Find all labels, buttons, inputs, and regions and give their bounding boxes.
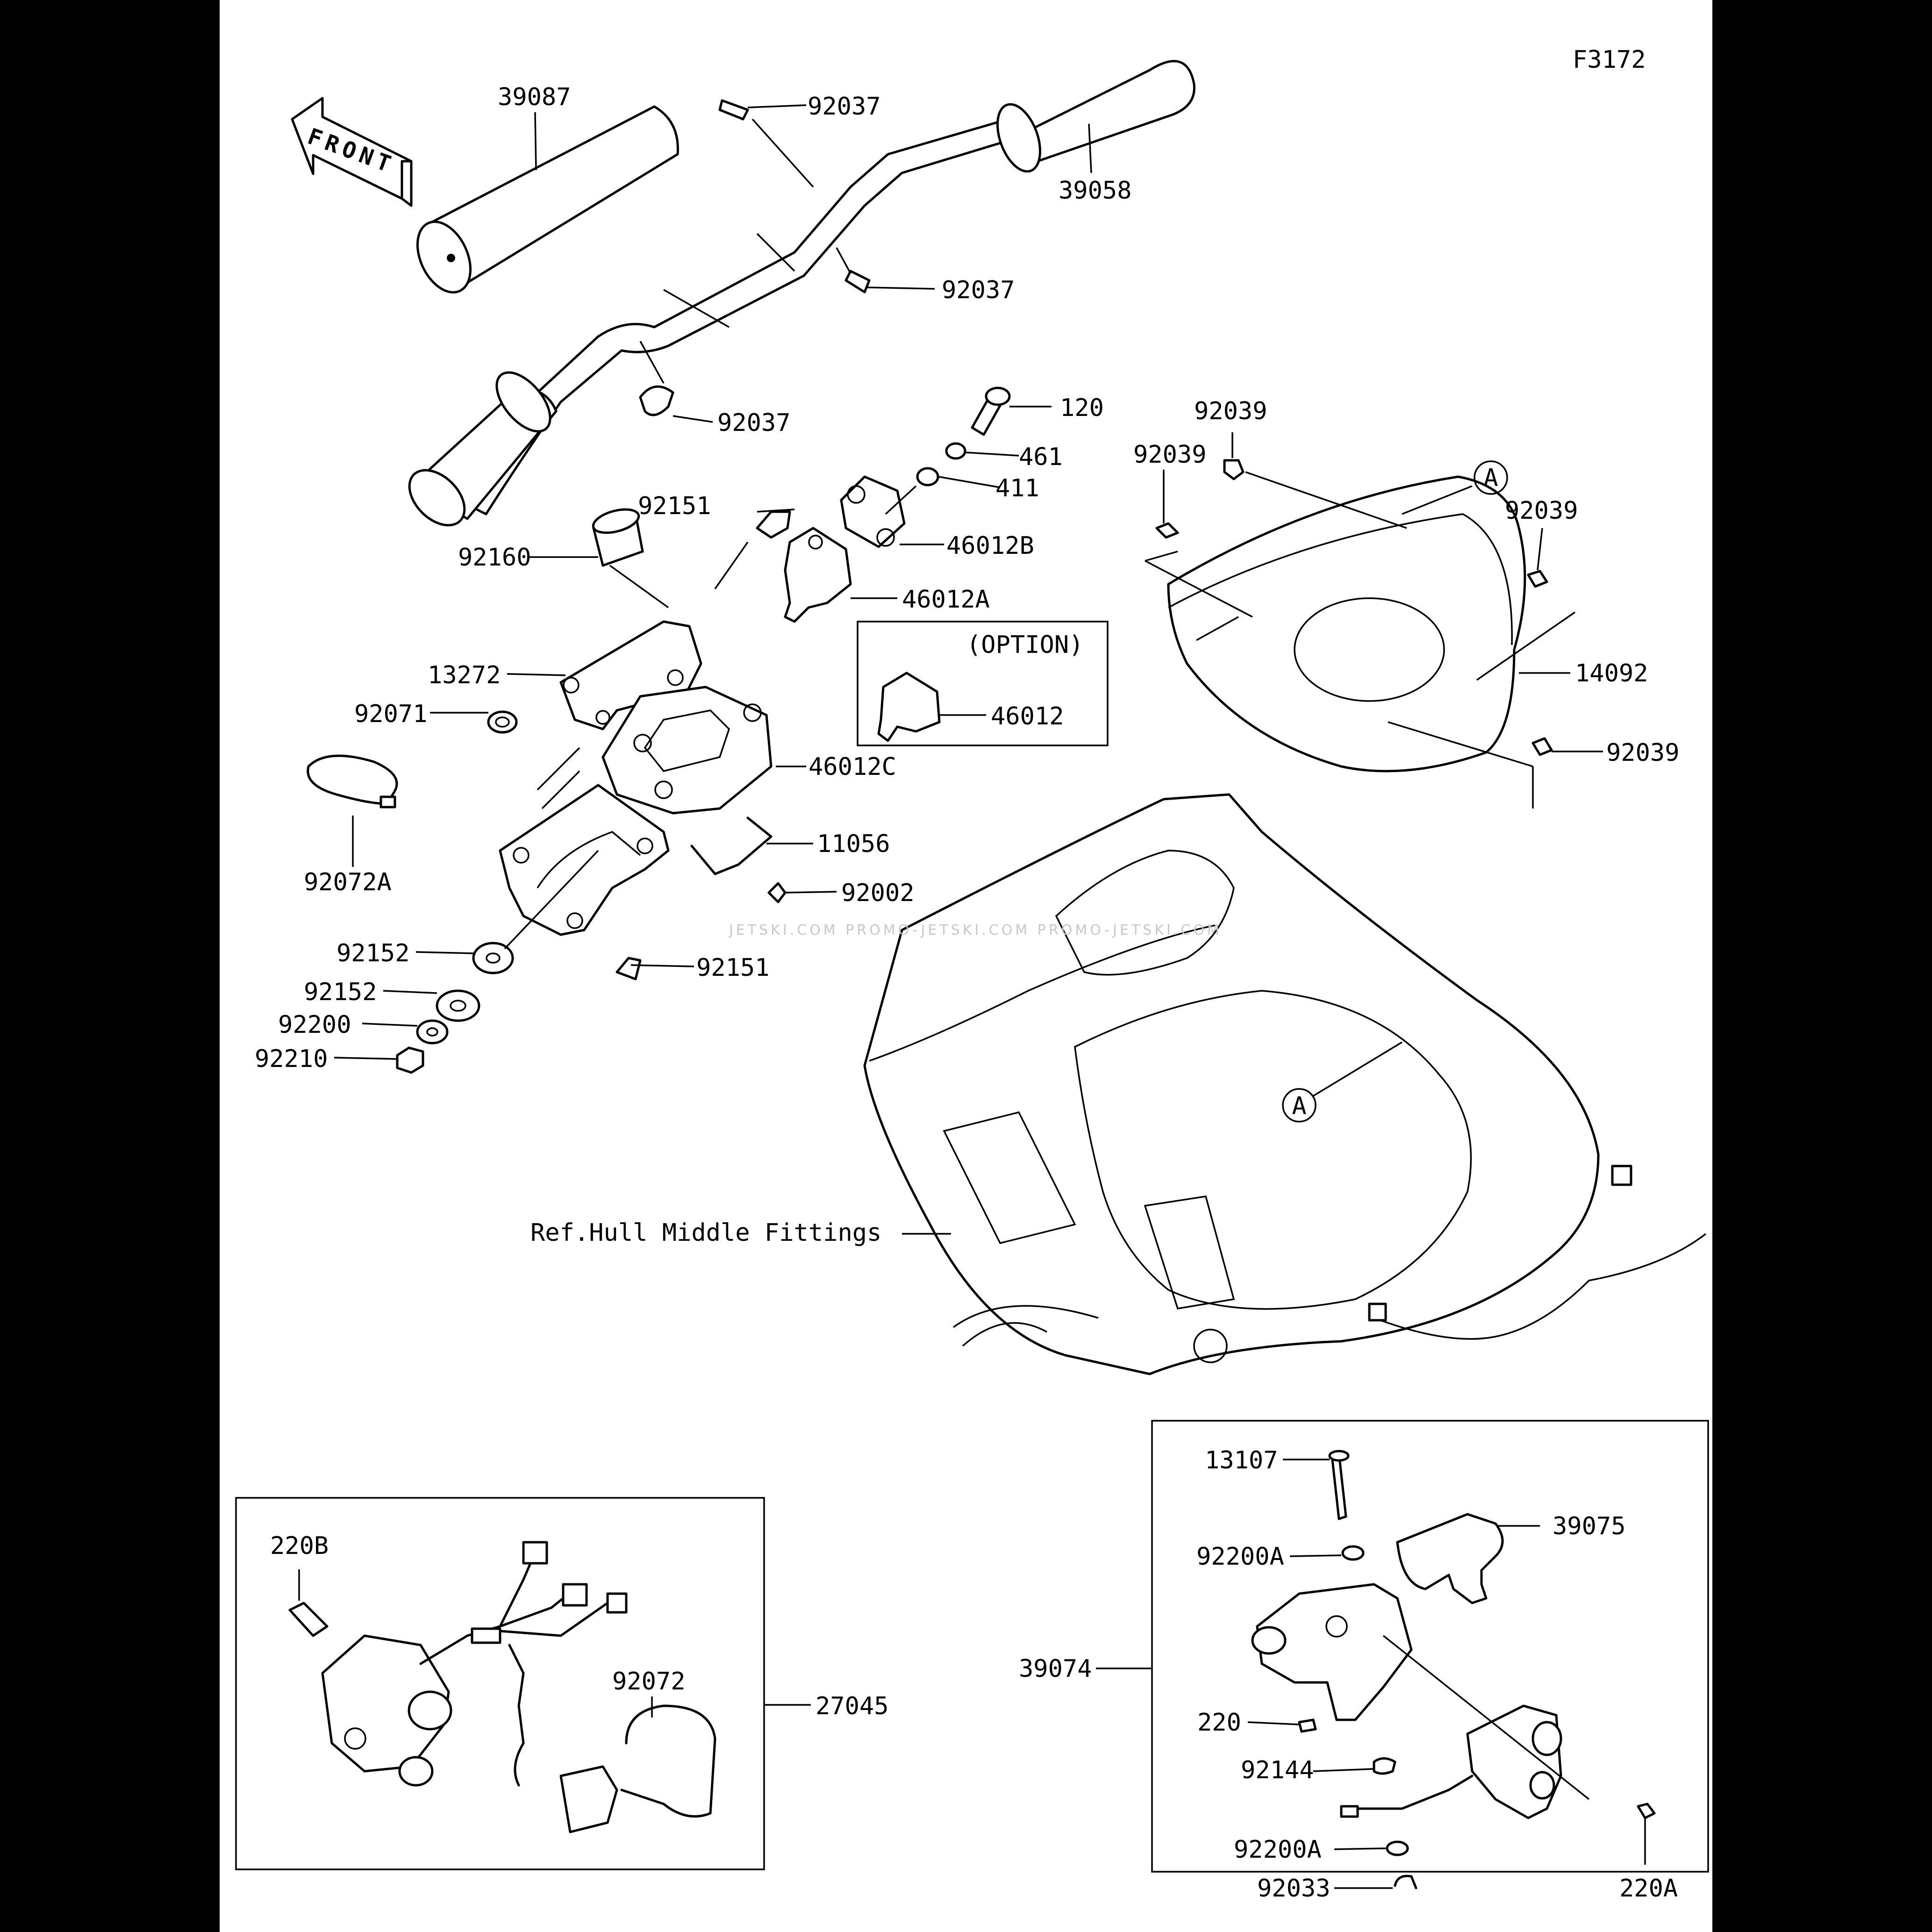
clamp-46012B [840, 475, 944, 548]
switch-box-27045 [235, 1497, 811, 1870]
bushing-92160 [528, 508, 669, 608]
label-46012A: 46012A [902, 586, 990, 614]
label-92200: 92200 [278, 1011, 351, 1039]
washer-461 [945, 442, 1019, 460]
label-92071: 92071 [354, 700, 428, 728]
label-92039-left: 92039 [1133, 441, 1207, 469]
bolt-92002 [767, 882, 837, 903]
bolt-92151-upper [714, 508, 795, 590]
grommet-92039 [1155, 432, 1603, 756]
cable-tie-92072A [307, 754, 398, 867]
washer-92152-b [383, 989, 480, 1022]
callout-a-top-label: A [1483, 464, 1498, 492]
label-46012C: 46012C [809, 753, 896, 781]
label-39074: 39074 [1019, 1655, 1092, 1683]
label-11056: 11056 [817, 830, 890, 858]
wire-11056 [690, 816, 813, 875]
label-220B: 220B [270, 1532, 329, 1560]
label-92152-a: 92152 [336, 939, 410, 967]
column-axis-line [504, 850, 599, 950]
grommet-92071 [430, 710, 518, 734]
ref-hull-text: Ref.Hull Middle Fittings [530, 1219, 881, 1247]
watermark-text: JETSKI.COM PROMO-JETSKI.COM PROMO-JETSKI… [728, 922, 1222, 938]
washer-92200 [362, 1019, 449, 1045]
clamp-92037 [639, 99, 935, 423]
bolt-120 [971, 386, 1052, 436]
lever-box-39074 [1096, 1420, 1709, 1889]
hull-middle-fittings: A [863, 793, 1707, 1375]
label-92200A-lower: 92200A [1234, 1836, 1322, 1864]
label-92033: 92033 [1257, 1875, 1331, 1903]
label-92037-low: 92037 [717, 409, 791, 437]
label-39087: 39087 [498, 83, 571, 111]
callout-a-cover: A [1402, 460, 1508, 515]
label-92039-right: 92039 [1505, 497, 1578, 525]
label-14092: 14092 [1575, 659, 1648, 687]
label-92039-top: 92039 [1194, 397, 1267, 425]
label-92210: 92210 [255, 1045, 328, 1073]
label-92039-bottom: 92039 [1606, 739, 1680, 767]
figure-code: F3172 [1573, 46, 1646, 74]
front-arrow-icon: FRONT [291, 97, 413, 207]
clamp-46012A [784, 527, 897, 623]
label-39075: 39075 [1553, 1512, 1626, 1540]
bolt-92151-lower [615, 957, 694, 980]
label-13272: 13272 [428, 661, 501, 689]
label-461: 461 [1019, 443, 1063, 471]
label-39058: 39058 [1059, 177, 1132, 205]
label-92151-upper: 92151 [638, 492, 711, 520]
label-92037-top: 92037 [808, 93, 881, 121]
grip-cover-39087 [416, 105, 679, 294]
label-411: 411 [995, 474, 1039, 502]
label-92072: 92072 [612, 1667, 686, 1696]
option-title: (OPTION) [966, 631, 1083, 659]
label-92200A-upper: 92200A [1196, 1543, 1284, 1571]
label-92160: 92160 [458, 544, 531, 572]
label-92037-mid: 92037 [942, 276, 1015, 304]
option-box: (OPTION) [857, 621, 1109, 746]
callout-a-hull-label: A [1292, 1092, 1306, 1120]
handlebar-39058 [408, 60, 1195, 527]
washer-411 [916, 467, 1001, 488]
label-92002: 92002 [841, 879, 915, 907]
label-220: 220 [1197, 1709, 1241, 1737]
label-27045: 27045 [816, 1692, 889, 1720]
label-220A: 220A [1619, 1875, 1678, 1903]
steering-column-46012C [499, 686, 806, 936]
label-92144: 92144 [1241, 1756, 1314, 1784]
label-13107: 13107 [1205, 1446, 1278, 1474]
label-92072A: 92072A [304, 868, 392, 896]
washer-92152-a [415, 942, 514, 974]
label-120: 120 [1060, 394, 1104, 422]
label-92152-b: 92152 [304, 978, 377, 1006]
nut-92210 [334, 1046, 424, 1074]
label-46012B: 46012B [946, 532, 1034, 560]
part-labels: 39087 92037 39058 92037 92037 120 461 41… [255, 83, 1680, 1903]
label-92151-lower: 92151 [696, 954, 770, 982]
label-46012: 46012 [991, 702, 1064, 730]
cover-14092 [1145, 471, 1575, 809]
